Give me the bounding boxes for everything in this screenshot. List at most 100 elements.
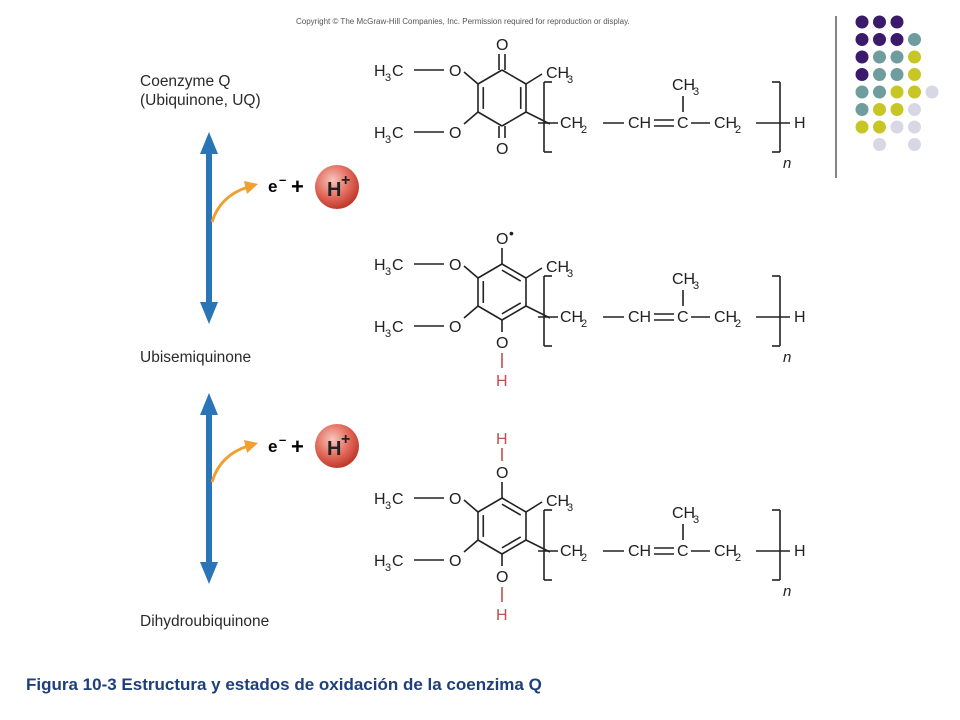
bond-line: [525, 111, 551, 125]
repeat-count-n: n: [783, 583, 791, 600]
methine-group: CH: [628, 543, 651, 560]
decorative-dot: [925, 85, 939, 99]
decorative-dot: [855, 68, 869, 81]
atom-main: CH: [714, 309, 737, 326]
methyl-branch: CH3: [672, 77, 699, 98]
electron-label: e: [268, 437, 277, 456]
state-name: Coenzyme Q: [140, 73, 231, 90]
atom-subscript: 3: [385, 134, 391, 146]
bond-line: [501, 263, 527, 279]
bond-line: [477, 497, 503, 513]
plus-sign: +: [291, 174, 304, 199]
decorative-dot: [908, 103, 921, 116]
bond-line: [501, 302, 522, 315]
decorative-dot: [855, 50, 869, 64]
state-label-dihydroubiquinone: Dihydroubiquinone: [140, 613, 270, 630]
methyl-group: CH3: [546, 259, 573, 280]
bond-line: [525, 501, 543, 513]
electron-charge: –: [279, 172, 286, 187]
decorative-dot: [890, 85, 904, 99]
copyright-notice: Copyright © The McGraw-Hill Companies, I…: [296, 17, 630, 26]
proton-sphere: [315, 424, 359, 468]
proton-charge: +: [341, 172, 350, 189]
atom-main: CH: [672, 77, 695, 94]
double-arrow-top: [200, 132, 218, 324]
oxygen-top: O: [496, 231, 508, 248]
atom-main: CH: [546, 65, 569, 82]
decorative-dot: [890, 33, 904, 46]
bond-line: [525, 305, 551, 319]
bond-line: [501, 305, 527, 321]
bond-line: [477, 539, 503, 555]
bond-line: [463, 265, 479, 279]
decorative-dot: [890, 120, 904, 134]
decorative-dot: [855, 33, 869, 46]
terminal-hydrogen: H: [794, 309, 806, 326]
methylene-group: CH2: [560, 543, 587, 564]
state-subname: (Ubiquinone, UQ): [140, 92, 261, 109]
atom-main: CH: [546, 493, 569, 510]
bond-line: [463, 71, 479, 85]
methoxy-oxygen: O: [449, 125, 461, 142]
bond-line: [463, 539, 479, 553]
methoxy-oxygen: O: [449, 491, 461, 508]
decorative-dot: [908, 68, 921, 81]
decorative-dot: [873, 120, 886, 134]
decorative-dot: [890, 103, 904, 116]
bond-line: [477, 305, 503, 321]
decorative-dot: [890, 50, 904, 64]
orange-curved-arrow-top: [210, 181, 258, 223]
quaternary-carbon: C: [677, 543, 689, 560]
decorative-dot: [873, 68, 886, 81]
bond-line: [501, 69, 527, 85]
atom-subscript: 2: [735, 124, 741, 136]
atom-main: C: [392, 491, 404, 508]
atom-subscript: 3: [567, 502, 573, 514]
atom-main: CH: [714, 115, 737, 132]
decorative-dot: [890, 15, 904, 29]
atom-subscript: 2: [735, 318, 741, 330]
state-label-coenzyme-q: Coenzyme Q (Ubiquinone, UQ): [140, 72, 261, 110]
decorative-dot: [873, 15, 886, 29]
figure-caption: Figura 10-3 Estructura y estados de oxid…: [26, 675, 542, 694]
methoxy-oxygen: O: [449, 319, 461, 336]
atom-subscript: 3: [693, 86, 699, 98]
atom-subscript: 2: [581, 318, 587, 330]
atom-main: H: [374, 257, 386, 274]
methoxy-oxygen: O: [449, 553, 461, 570]
atom-main: CH: [672, 271, 695, 288]
decorative-dot: [873, 50, 886, 64]
decorative-dot: [855, 103, 869, 116]
decorative-dot: [855, 120, 869, 134]
decorative-dot: [890, 68, 904, 81]
atom-subscript: 3: [385, 72, 391, 84]
decorative-dot: [855, 15, 869, 29]
bond-line: [501, 536, 522, 549]
proton-label: H: [327, 179, 341, 201]
decorative-dot: [855, 85, 869, 99]
plus-sign: +: [291, 434, 304, 459]
repeat-count-n: n: [783, 349, 791, 366]
bond-line: [463, 111, 479, 125]
atom-subscript: 3: [385, 500, 391, 512]
atom-main: CH: [560, 309, 583, 326]
atom-main: C: [392, 319, 404, 336]
decorative-dot: [908, 33, 921, 46]
bond-line: [501, 111, 527, 127]
methylene-group: CH2: [560, 309, 587, 330]
bond-line: [525, 267, 543, 279]
quaternary-carbon: C: [677, 309, 689, 326]
oxygen-bottom: O: [496, 141, 508, 158]
methyl-branch: CH3: [672, 505, 699, 526]
decorative-dot: [908, 50, 921, 64]
oxygen-bottom: O: [496, 569, 508, 586]
electron-charge: –: [279, 432, 286, 447]
atom-subscript: 3: [385, 328, 391, 340]
oxygen-bottom: O: [496, 335, 508, 352]
